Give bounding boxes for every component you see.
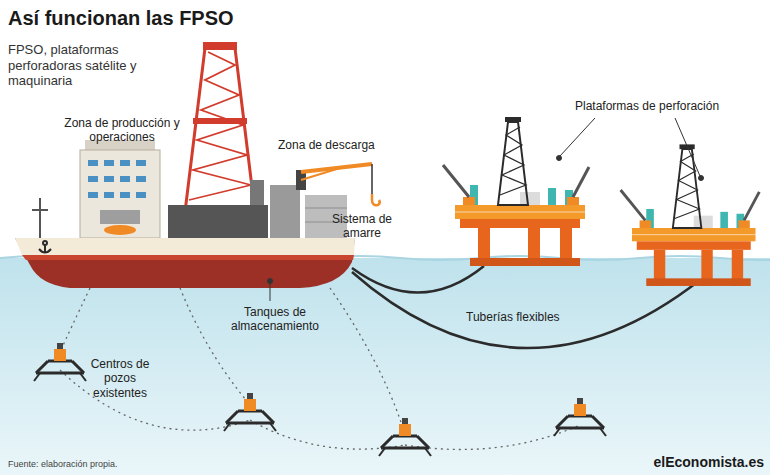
part-label: Tuberías flexibles	[466, 310, 560, 324]
logo: elEconomista.es	[654, 454, 765, 471]
source-note: Fuente: elaboración propia.	[8, 459, 118, 470]
part-label: Zona de producción y operaciones	[61, 116, 183, 145]
part-label: Centros de pozos existentes	[87, 357, 153, 400]
part-label: Plataformas de perforación	[575, 99, 719, 113]
part-label: Sistema de amarre	[329, 212, 395, 241]
subtitle: FPSO, plataformas perforadoras satélite …	[8, 42, 163, 89]
part-label: Tanques de almacenamiento	[225, 305, 325, 334]
title: Así funcionan las FPSO	[8, 6, 234, 30]
part-label: Zona de descarga	[278, 138, 375, 152]
